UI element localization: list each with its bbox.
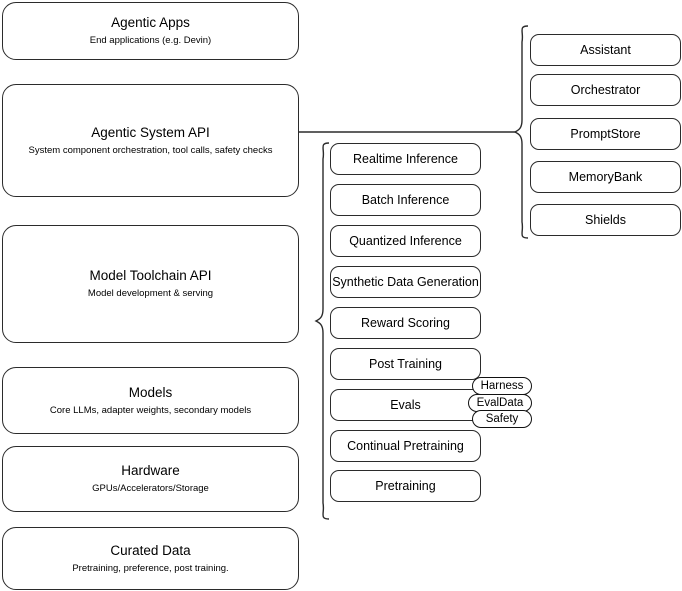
layer-subtitle: GPUs/Accelerators/Storage	[92, 483, 209, 494]
toolchain-label: Evals	[390, 397, 421, 412]
system-box-assistant[interactable]: Assistant	[530, 34, 681, 66]
layer-subtitle: Model development & serving	[87, 288, 214, 299]
layer-box-agentic-system-api[interactable]: Agentic System API System component orch…	[2, 84, 299, 197]
toolchain-box-post-training[interactable]: Post Training	[330, 348, 481, 380]
system-label: PromptStore	[570, 126, 641, 141]
toolchain-box-evals[interactable]: Evals	[330, 389, 481, 421]
evals-pill-safety[interactable]: Safety	[472, 410, 532, 428]
layer-subtitle: System component orchestration, tool cal…	[28, 144, 273, 156]
layer-box-model-toolchain-api[interactable]: Model Toolchain API Model development & …	[2, 225, 299, 343]
evals-pill-label: Safety	[485, 413, 519, 425]
toolchain-box-continual-pretraining[interactable]: Continual Pretraining	[330, 430, 481, 462]
system-box-shields[interactable]: Shields	[530, 204, 681, 236]
evals-pill-harness[interactable]: Harness	[472, 377, 532, 395]
toolchain-box-realtime-inference[interactable]: Realtime Inference	[330, 143, 481, 175]
toolchain-box-quantized-inference[interactable]: Quantized Inference	[330, 225, 481, 257]
toolchain-label: Quantized Inference	[349, 233, 462, 248]
toolchain-box-batch-inference[interactable]: Batch Inference	[330, 184, 481, 216]
system-box-memorybank[interactable]: MemoryBank	[530, 161, 681, 193]
layer-title: Curated Data	[110, 542, 191, 558]
toolchain-box-pretraining[interactable]: Pretraining	[330, 470, 481, 502]
evals-pill-label: Harness	[480, 380, 524, 392]
layer-subtitle: Core LLMs, adapter weights, secondary mo…	[49, 404, 252, 416]
layer-box-agentic-apps[interactable]: Agentic Apps End applications (e.g. Devi…	[2, 2, 299, 60]
toolchain-label: Post Training	[369, 356, 442, 371]
system-label: Assistant	[580, 42, 631, 57]
layer-subtitle: End applications (e.g. Devin)	[89, 35, 212, 46]
layer-title: Agentic Apps	[111, 15, 190, 30]
layer-title: Agentic System API	[91, 124, 210, 140]
layer-box-curated-data[interactable]: Curated Data Pretraining, preference, po…	[2, 527, 299, 590]
toolchain-box-reward-scoring[interactable]: Reward Scoring	[330, 307, 481, 339]
right-bracket	[513, 25, 529, 239]
layer-box-hardware[interactable]: Hardware GPUs/Accelerators/Storage	[2, 446, 299, 512]
toolchain-label: Batch Inference	[361, 192, 450, 207]
layer-title: Hardware	[121, 463, 180, 478]
evals-pill-label: EvalData	[476, 397, 524, 409]
layer-box-models[interactable]: Models Core LLMs, adapter weights, secon…	[2, 367, 299, 434]
system-label: Shields	[585, 212, 626, 227]
toolchain-label: Synthetic Data Generation	[332, 274, 479, 289]
layer-title: Model Toolchain API	[89, 268, 212, 283]
left-bracket	[314, 142, 330, 520]
system-box-orchestrator[interactable]: Orchestrator	[530, 74, 681, 106]
toolchain-label: Pretraining	[375, 478, 436, 493]
toolchain-box-synthetic-data-generation[interactable]: Synthetic Data Generation	[330, 266, 481, 298]
layer-title: Models	[128, 384, 173, 400]
system-label: MemoryBank	[568, 169, 643, 184]
toolchain-label: Realtime Inference	[353, 151, 458, 166]
toolchain-label: Continual Pretraining	[347, 438, 464, 453]
layer-subtitle: Pretraining, preference, post training.	[72, 562, 229, 574]
system-box-promptstore[interactable]: PromptStore	[530, 118, 681, 150]
toolchain-label: Reward Scoring	[361, 315, 450, 330]
system-label: Orchestrator	[570, 82, 641, 97]
